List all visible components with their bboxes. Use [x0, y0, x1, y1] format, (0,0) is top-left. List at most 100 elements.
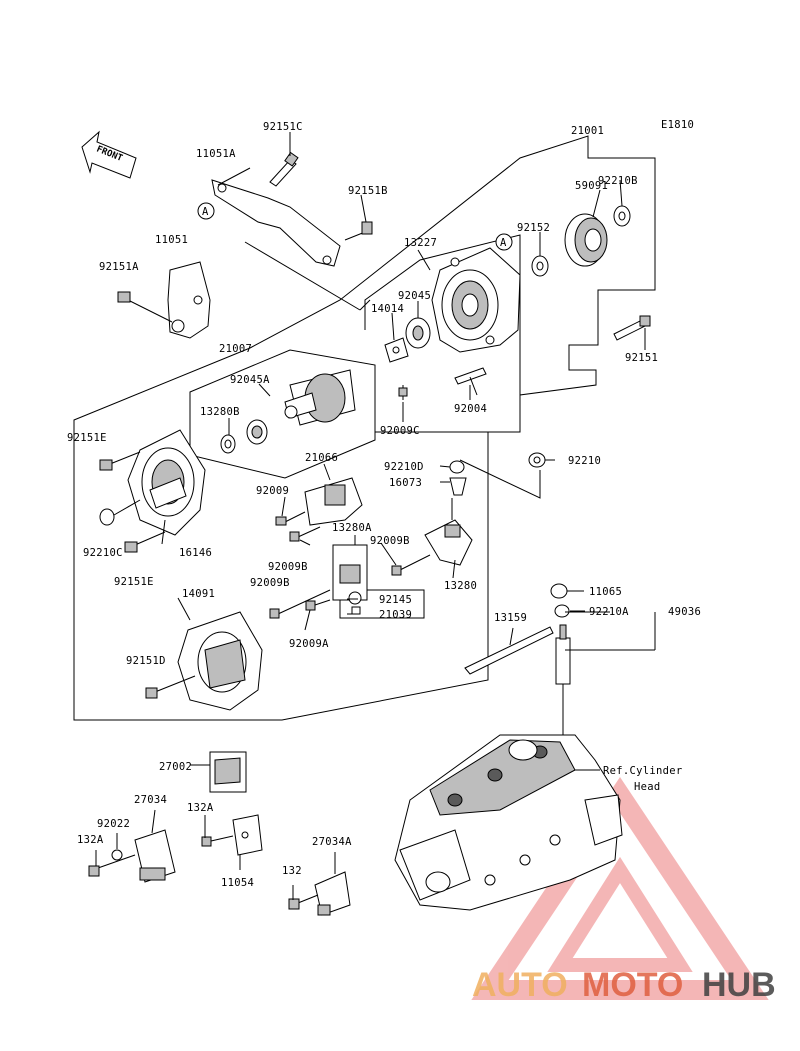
front-housing-13227: [431, 247, 521, 353]
cover-14091: [145, 611, 263, 711]
brush-assy-13280: [391, 498, 473, 576]
part-labels: 21001 92151C 11051A 92151B 59091 92210B …: [67, 121, 701, 889]
label-92151D: 92151D: [126, 655, 166, 667]
bracket-11054: [201, 814, 263, 856]
label-ref-head: Head: [634, 781, 661, 793]
nut-11065: [550, 583, 568, 599]
bus-bar-13159: [464, 611, 610, 675]
label-92151C: 92151C: [263, 121, 303, 133]
label-92045: 92045: [398, 290, 431, 302]
nut-92210A: [554, 604, 570, 618]
bearing-92045A: [246, 419, 268, 445]
front-arrow-icon: FRONT: [81, 130, 137, 179]
screw-92009B-left: [269, 589, 331, 619]
nut-92210B: [613, 205, 631, 227]
label-13280A: 13280A: [332, 522, 372, 534]
label-92210D: 92210D: [384, 461, 424, 473]
label-11054: 11054: [221, 877, 254, 889]
label-92004: 92004: [454, 403, 487, 415]
nut-92210D: [449, 460, 465, 474]
label-92151A: 92151A: [99, 261, 139, 273]
callout-a-left: A: [197, 202, 215, 220]
svg-text:A: A: [500, 237, 507, 249]
watermark-moto: MOTO: [582, 966, 683, 1004]
assembly-frame: [73, 135, 656, 721]
bolt-92151: [613, 315, 651, 341]
cap-16073: [449, 477, 467, 496]
label-132A-right: 132A: [187, 802, 214, 814]
label-92009A: 92009A: [289, 638, 329, 650]
bolt-92151C: [269, 151, 299, 187]
screw-92009B-mid: [289, 526, 321, 542]
bolt-92151E-top: [99, 451, 141, 471]
label-16146: 16146: [179, 547, 212, 559]
bearing-59091: [564, 213, 608, 267]
label-92045A: 92045A: [230, 374, 270, 386]
bearing-92045: [405, 317, 431, 349]
label-21039: 21039: [379, 609, 412, 621]
plate-14014: [384, 337, 409, 363]
glow-plug-49036: [555, 624, 571, 740]
label-92210A: 92210A: [589, 606, 629, 618]
label-21066: 21066: [305, 452, 338, 464]
label-13159: 13159: [494, 612, 527, 624]
label-92152: 92152: [517, 222, 550, 234]
stud-92004: [454, 367, 487, 396]
relay-27034A: [288, 871, 351, 916]
label-59091: 59091: [575, 180, 608, 192]
callout-a-right: A: [495, 233, 513, 251]
label-92009B-mid: 92009B: [268, 561, 308, 573]
regulator-21066: [275, 477, 363, 526]
watermark-triangle: [471, 776, 769, 1000]
washer-92152: [531, 255, 549, 277]
label-92009B-left: 92009B: [250, 577, 290, 589]
ring-13280B: [220, 434, 236, 454]
bolt-92151E-bottom: [124, 531, 166, 553]
cylinder-head: [394, 734, 623, 911]
label-92145: 92145: [379, 594, 412, 606]
label-92210: 92210: [568, 455, 601, 467]
label-11051: 11051: [155, 234, 188, 246]
bracket-11051: [117, 261, 211, 339]
module-27034: [88, 829, 176, 883]
brush-13280A: [339, 564, 362, 615]
relay-27002: [209, 751, 247, 793]
screw-92009A: [305, 599, 331, 611]
label-49036: 49036: [668, 606, 701, 618]
label-92151E-bottom: 92151E: [114, 576, 154, 588]
label-92009: 92009: [256, 485, 289, 497]
label-27034A: 27034A: [312, 836, 352, 848]
rear-housing-16146: [127, 429, 206, 536]
label-92151: 92151: [625, 352, 658, 364]
label-ref-cylinder: Ref.Cylinder: [603, 765, 682, 777]
label-92009B-right: 92009B: [370, 535, 410, 547]
label-92151E-top: 92151E: [67, 432, 107, 444]
label-92009C: 92009C: [380, 425, 420, 437]
label-27034: 27034: [134, 794, 167, 806]
label-92210B: 92210B: [598, 175, 638, 187]
watermark-auto: AUTO: [472, 966, 568, 1004]
label-14014: 14014: [371, 303, 404, 315]
label-16073: 16073: [389, 477, 422, 489]
label-132: 132: [282, 865, 302, 877]
diagram-code: E1810: [661, 119, 694, 131]
label-92210C: 92210C: [83, 547, 123, 559]
label-21001: 21001: [571, 125, 604, 137]
label-92022: 92022: [97, 818, 130, 830]
nut-92210C: [99, 499, 141, 526]
label-14091: 14091: [182, 588, 215, 600]
label-92151B: 92151B: [348, 185, 388, 197]
bracket-11051A: [211, 167, 341, 267]
rotor-21007: [284, 369, 356, 426]
label-11065: 11065: [589, 586, 622, 598]
label-11051A: 11051A: [196, 148, 236, 160]
svg-text:A: A: [202, 206, 209, 218]
watermark-hub: HUB: [702, 966, 776, 1004]
label-21007: 21007: [219, 343, 252, 355]
bolt-92151B: [344, 221, 373, 241]
leader-lines: [95, 132, 656, 900]
nut-92210: [528, 452, 546, 468]
label-13227: 13227: [404, 237, 437, 249]
label-27002: 27002: [159, 761, 192, 773]
